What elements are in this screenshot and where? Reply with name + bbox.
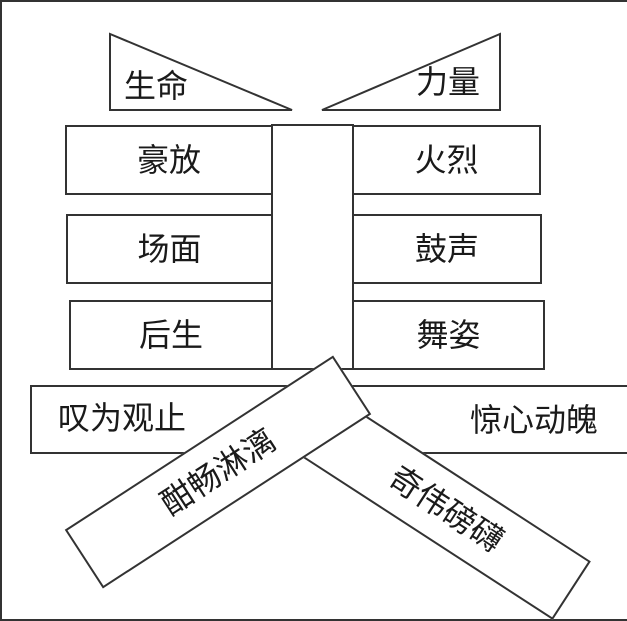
right-triangle: [321, 32, 501, 111]
right-box-2: 鼓声: [352, 214, 542, 284]
left-box-2: 场面: [66, 214, 273, 284]
left-box-1-label: 豪放: [136, 141, 201, 179]
triangle-left-label: 生命: [124, 67, 189, 105]
bottom-bar-right-label: 惊心动魄: [470, 401, 599, 439]
right-box-1: 火烈: [352, 125, 541, 195]
left-box-1: 豪放: [65, 125, 273, 195]
right-box-3: 舞姿: [352, 300, 545, 370]
bottom-bar-left-label: 叹为观止: [58, 399, 187, 437]
left-box-3: 后生: [69, 300, 273, 370]
right-box-3-label: 舞姿: [416, 316, 481, 354]
left-triangle: [109, 32, 293, 111]
left-box-2-label: 场面: [137, 230, 202, 268]
right-box-2-label: 鼓声: [414, 230, 479, 268]
center-pillar: [271, 124, 354, 370]
right-box-1-label: 火烈: [414, 141, 479, 179]
triangle-right-label: 力量: [416, 63, 481, 101]
left-box-3-label: 后生: [138, 316, 203, 354]
